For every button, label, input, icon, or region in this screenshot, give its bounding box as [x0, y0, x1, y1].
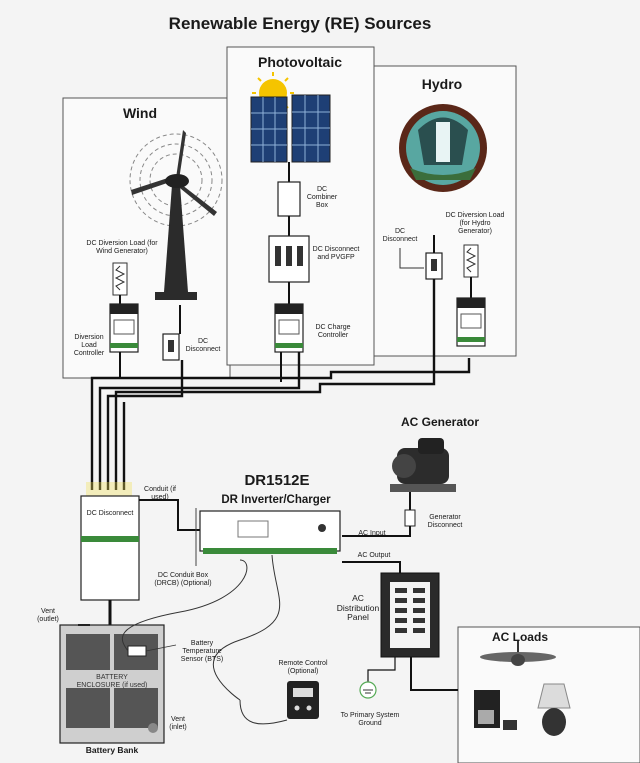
coffee-maker-icon: [474, 690, 517, 730]
solar-panel-icon: [250, 94, 331, 163]
diversion-load-controller-icon: [109, 303, 139, 353]
hydro-dc-disconnect-icon: [425, 252, 443, 280]
hydro-diversion-load-icon: [463, 244, 479, 278]
dc-conduit-box-label: DC Conduit Box (DRCB) (Optional): [154, 572, 212, 587]
hydro-dc-disconnect-label: DC Disconnect: [382, 228, 418, 243]
dc-combiner-box-label: DC Combiner Box: [306, 186, 338, 209]
ceiling-fan-icon: [480, 640, 556, 666]
battery-bank-label: Battery Bank: [85, 745, 139, 755]
vent-inlet-label: Vent (inlet): [169, 716, 187, 731]
wind-turbine-icon: [129, 130, 223, 300]
ground-icon: [359, 681, 377, 699]
battery-enclosure-label: BATTERY ENCLOSURE (if used): [76, 674, 148, 689]
dc-combiner-box-icon: [277, 181, 301, 217]
hydro-turbine-icon: [399, 104, 487, 192]
battery-temperature-sensor-icon: [127, 645, 147, 657]
model-number: DR1512E: [244, 472, 310, 489]
remote-control-icon: [287, 681, 319, 719]
main-dc-disconnect-icon: [80, 482, 140, 601]
conduit-label: Conduit (if used): [144, 486, 176, 501]
dc-disconnect-pvgfp-label: DC Disconnect and PVGFP: [312, 246, 360, 261]
hydro-diversion-load-label: DC Diversion Load (for Hydro Generator): [445, 212, 505, 235]
main-dc-disconnect-label: DC Disconnect: [86, 510, 134, 517]
generator-disconnect-label: Generator Disconnect: [427, 514, 463, 529]
ac-distribution-panel-icon: [380, 572, 440, 658]
hydro-heading: Hydro: [421, 76, 463, 92]
vent-outlet-label: Vent (outlet): [37, 608, 59, 623]
wind-diversion-load-label: DC Diversion Load (for Wind Generator): [86, 240, 158, 255]
ac-generator-heading: AC Generator: [400, 415, 480, 429]
ac-input-label: AC Input: [358, 530, 386, 537]
page-title: Renewable Energy (RE) Sources: [168, 14, 432, 33]
lamp-icon: [537, 683, 571, 736]
remote-control-label: Remote Control (Optional): [278, 660, 328, 675]
dc-charge-controller-icon: [274, 303, 304, 353]
hydro-controller-icon: [456, 297, 486, 347]
primary-ground-label: To Primary System Ground: [340, 712, 400, 727]
photovoltaic-heading: Photovoltaic: [257, 54, 342, 70]
dc-disconnect-pvgfp-icon: [268, 235, 310, 283]
diversion-load-resistor-icon: [112, 262, 128, 296]
dc-charge-controller-label: DC Charge Controller: [315, 324, 351, 339]
wind-dc-disconnect-label: DC Disconnect: [185, 338, 221, 353]
ac-output-label: AC Output: [357, 552, 391, 559]
diversion-load-controller-label: Diversion Load Controller: [73, 334, 105, 357]
inverter-charger-icon: [199, 510, 341, 554]
ac-generator-icon: [390, 438, 456, 492]
ac-distribution-panel-label: AC Distribution Panel: [336, 593, 380, 623]
ac-loads-heading: AC Loads: [491, 630, 548, 644]
wind-dc-disconnect-icon: [162, 333, 180, 361]
generator-disconnect-icon: [404, 509, 416, 527]
battery-temperature-sensor-label: Battery Temperature Sensor (BTS): [180, 640, 224, 663]
wind-heading: Wind: [122, 105, 158, 121]
inverter-charger-label: DR Inverter/Charger: [221, 494, 331, 506]
